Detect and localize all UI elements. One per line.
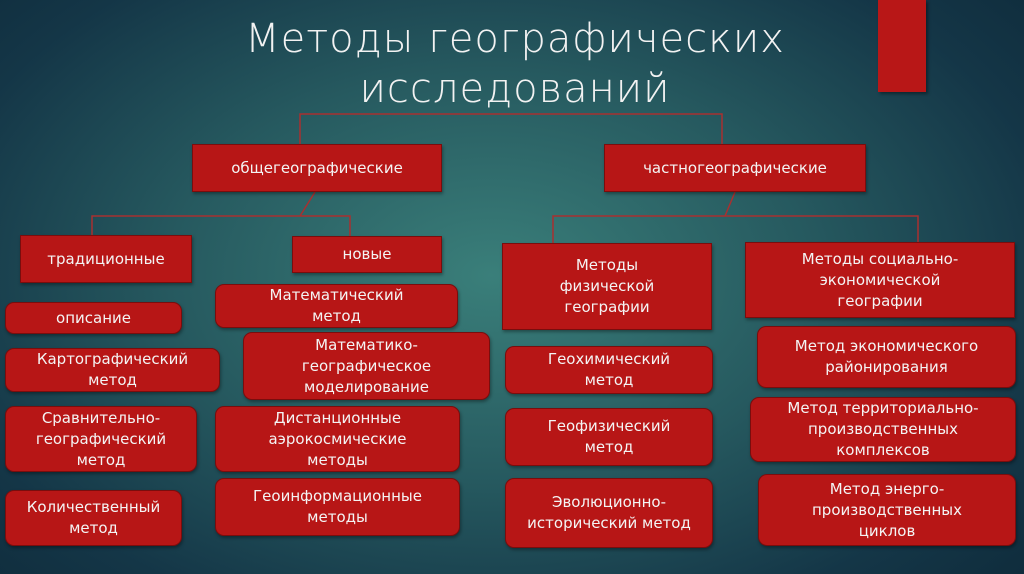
box-traditional: традиционные xyxy=(20,235,192,283)
item-new: Дистанционные аэрокосмические методы xyxy=(215,406,460,472)
item-physical: Геофизический метод xyxy=(505,408,713,466)
item-traditional: описание xyxy=(5,302,182,334)
item-socio: Метод энерго-производственных циклов xyxy=(758,474,1016,546)
item-traditional: Сравнительно-географический метод xyxy=(5,406,197,472)
box-general: общегеографические xyxy=(192,144,442,192)
box-new: новые xyxy=(292,236,442,273)
connector-specific xyxy=(552,191,919,243)
box-specific: частногеографические xyxy=(604,144,866,192)
connector-general xyxy=(91,191,351,236)
slide-title: Методы географических исследований xyxy=(150,14,880,114)
title-line-2: исследований xyxy=(359,66,671,112)
item-socio: Метод территориально-производственных ко… xyxy=(750,397,1016,462)
item-physical: Эволюционно-исторический метод xyxy=(505,478,713,548)
item-physical: Геохимический метод xyxy=(505,346,713,394)
red-accent-bar xyxy=(878,0,926,92)
connector-root xyxy=(299,113,723,144)
item-socio: Метод экономического районирования xyxy=(757,326,1016,388)
item-traditional: Картографический метод xyxy=(5,348,220,392)
box-socio: Методы социально-экономической географии xyxy=(745,242,1015,318)
title-line-1: Методы географических xyxy=(245,16,785,62)
item-new: Геоинформационные методы xyxy=(215,478,460,536)
item-new: Математический метод xyxy=(215,284,458,328)
item-traditional: Количественный метод xyxy=(5,490,182,546)
box-physical: Методы физической географии xyxy=(502,243,712,330)
item-new: Математико-географическое моделирование xyxy=(243,332,490,400)
